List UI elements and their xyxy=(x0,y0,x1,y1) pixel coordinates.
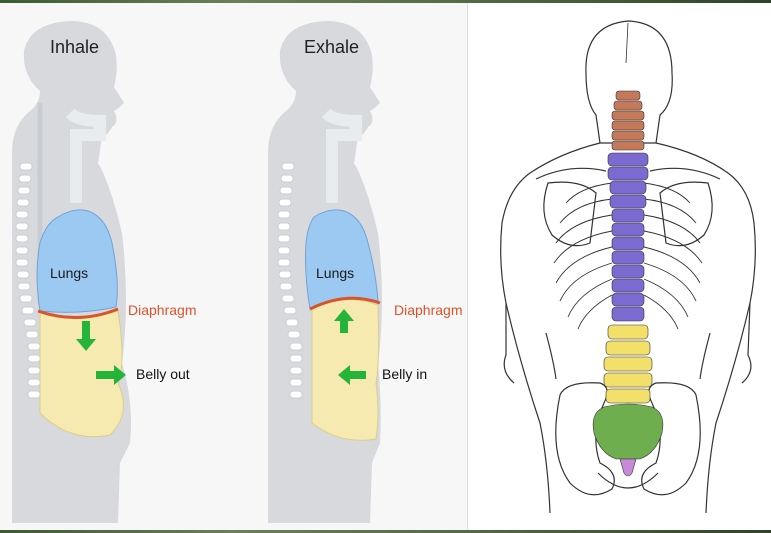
pelvis-outline xyxy=(555,382,615,496)
exhale-diaphragm-label: Diaphragm xyxy=(394,302,463,318)
inhale-out-arrow xyxy=(96,365,126,385)
breathing-diagram: Inhale Lungs Diaphragm Belly out Exhale … xyxy=(0,3,468,530)
inhale-figure xyxy=(12,21,131,523)
exhale-belly-label: Belly in xyxy=(382,366,428,382)
vertebral-column xyxy=(592,90,664,477)
exhale-airway xyxy=(321,108,362,203)
lumbar-vertebrae xyxy=(603,324,653,404)
inhale-down-arrow xyxy=(76,321,96,351)
panel-divider xyxy=(467,3,468,530)
inhale-lungs xyxy=(36,209,118,313)
spine-anatomy xyxy=(500,20,756,514)
exhale-up-arrow xyxy=(334,309,354,333)
exhale-title: Exhale xyxy=(304,37,360,57)
ribcage xyxy=(553,182,703,330)
diagram-panel: Inhale Lungs Diaphragm Belly out Exhale … xyxy=(0,3,771,530)
sacrum xyxy=(592,403,664,460)
exhale-in-arrow xyxy=(338,365,366,385)
exhale-figure xyxy=(268,21,382,523)
inhale-title: Inhale xyxy=(50,37,100,57)
inhale-belly-label: Belly out xyxy=(136,366,190,382)
inhale-airway xyxy=(65,108,106,203)
thoracic-vertebrae xyxy=(607,152,649,322)
breathing-figures xyxy=(12,21,382,523)
cervical-vertebrae xyxy=(611,90,645,151)
exhale-diaphragm xyxy=(309,296,381,311)
inhale-diaphragm xyxy=(37,307,119,319)
coccyx xyxy=(619,458,637,477)
torso-outline xyxy=(500,142,601,384)
head-outline xyxy=(585,20,673,144)
exhale-lungs-label: Lungs xyxy=(316,265,355,281)
inhale-diaphragm-label: Diaphragm xyxy=(128,302,197,318)
inhale-lungs-label: Lungs xyxy=(50,265,89,281)
